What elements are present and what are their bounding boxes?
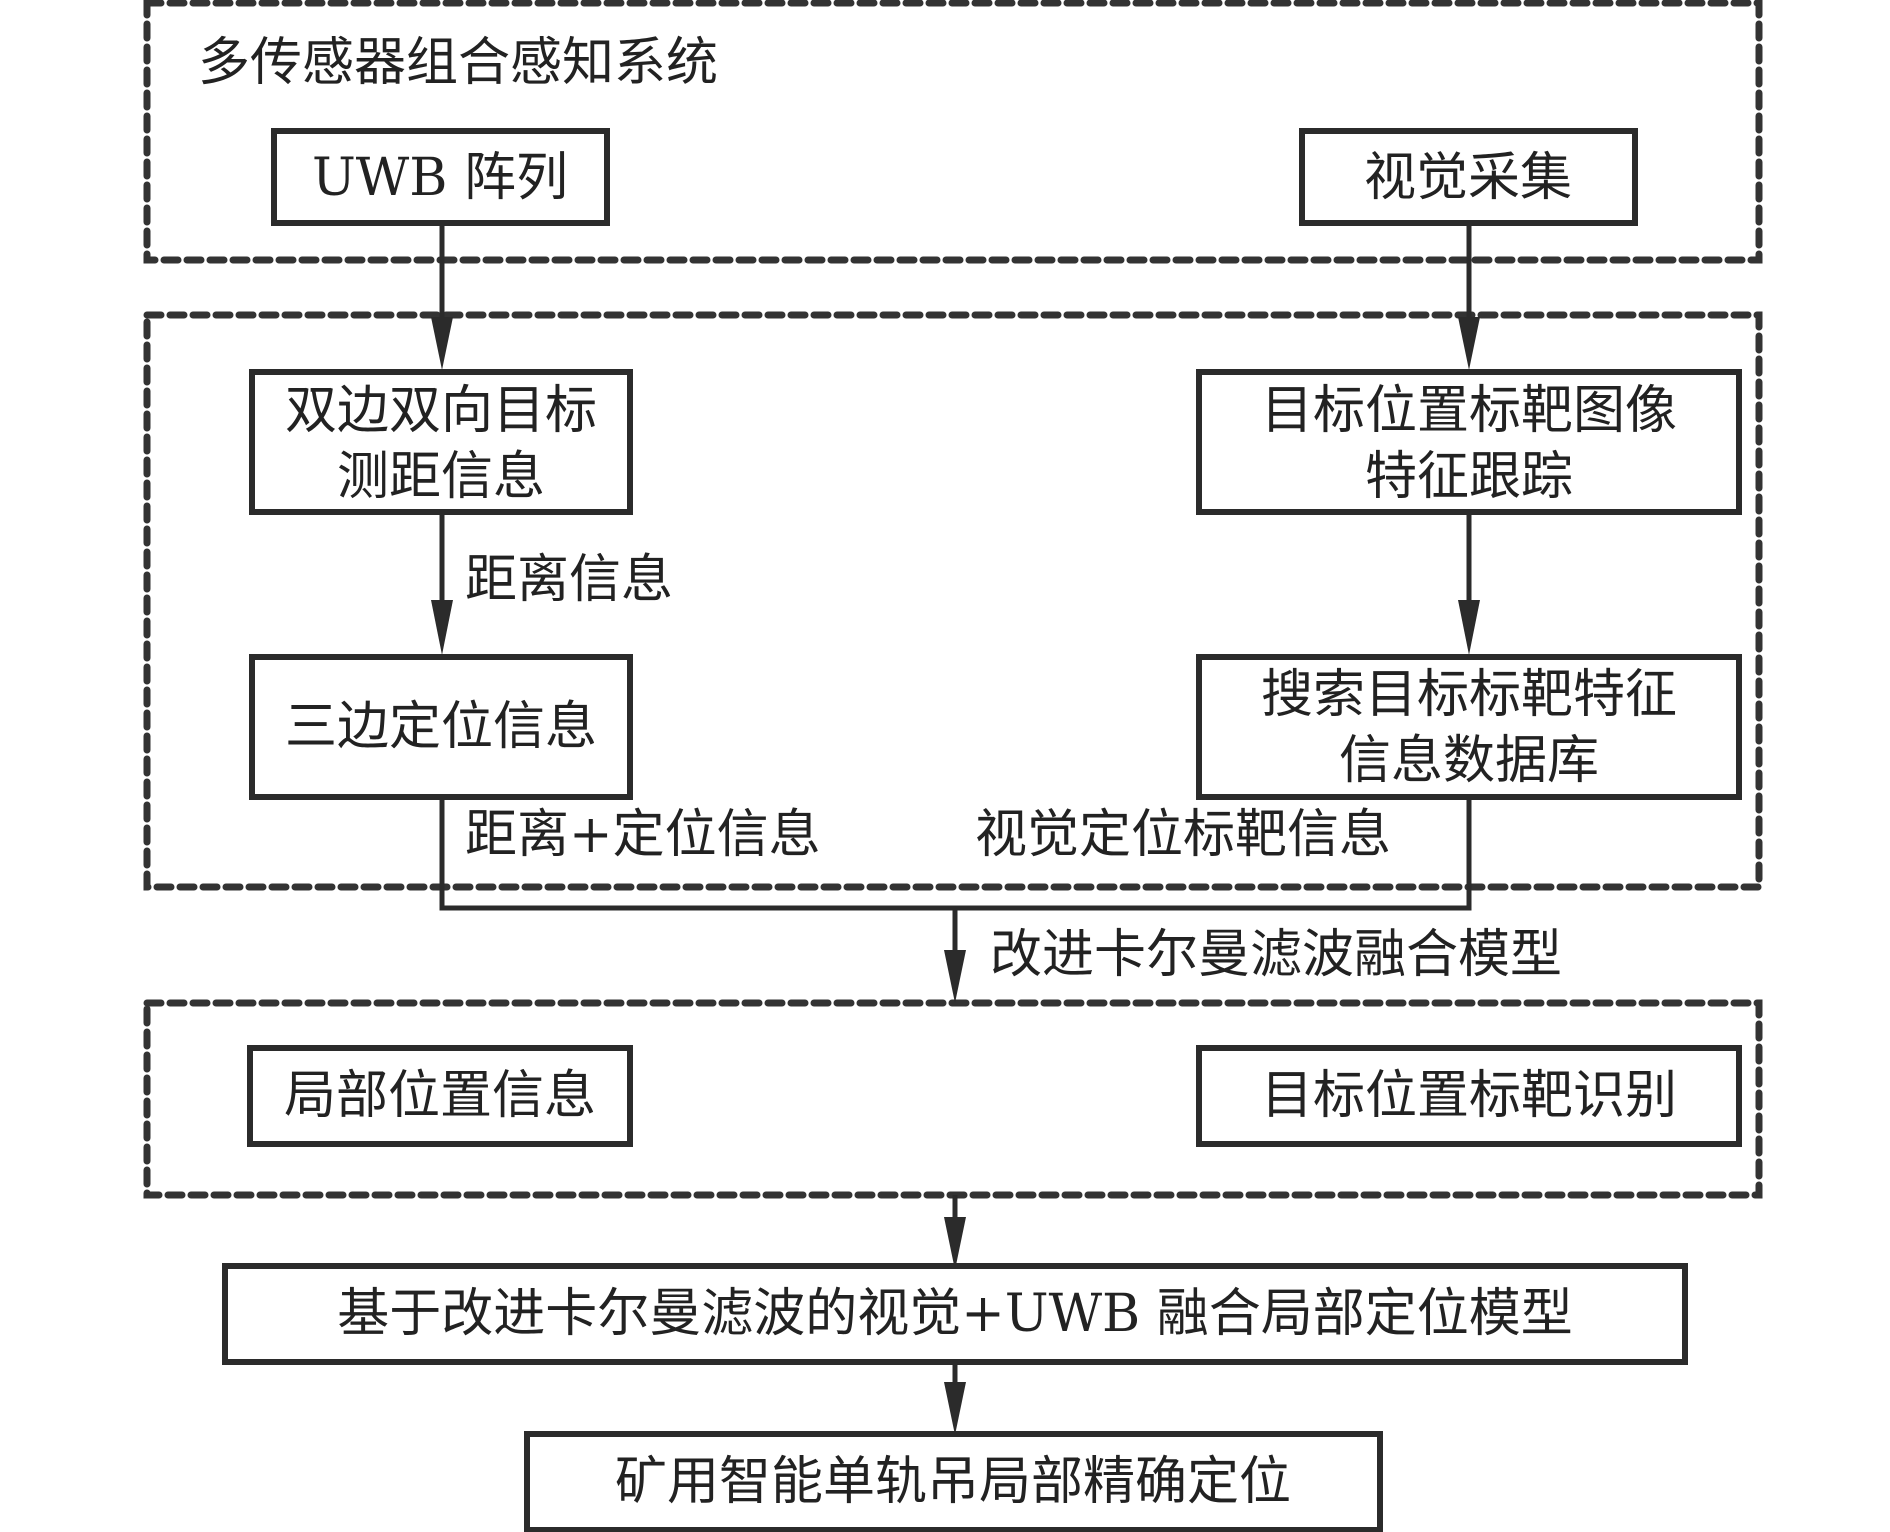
node-feature-db-line-2: 信息数据库 — [1339, 731, 1599, 791]
node-target-recognition-label: 目标位置标靶识别 — [1261, 1066, 1677, 1126]
node-target-tracking: 目标位置标靶图像 特征跟踪 — [1196, 369, 1742, 515]
node-twr-ranging-line-1: 双边双向目标 — [285, 381, 597, 441]
node-vision-capture-label: 视觉采集 — [1364, 148, 1572, 208]
node-trilateration: 三边定位信息 — [249, 654, 633, 800]
node-feature-db-box — [1196, 654, 1742, 800]
group-sensing-system: 多传感器组合感知系统 — [143, 0, 1763, 264]
arrow-head-group-to-model — [944, 1217, 966, 1270]
node-target-recognition: 目标位置标靶识别 — [1196, 1045, 1742, 1147]
arrow-head-model-to-output — [944, 1382, 966, 1435]
node-trilateration-label: 三边定位信息 — [285, 697, 597, 757]
node-final-output-box — [524, 1431, 1383, 1532]
group-sensing-system-title: 多传感器组合感知系统 — [198, 33, 718, 93]
node-fusion-model: 基于改进卡尔曼滤波的视觉+UWB 融合局部定位模型 — [222, 1263, 1688, 1365]
node-vision-capture: 视觉采集 — [1299, 128, 1638, 226]
node-uwb-array-label: UWB 阵列 — [312, 148, 568, 208]
node-feature-db-line-1: 搜索目标标靶特征 — [1261, 665, 1677, 725]
node-feature-db: 搜索目标标靶特征 信息数据库 — [1196, 654, 1742, 800]
arrow-head-tracking-to-db — [1458, 600, 1480, 655]
node-final-output: 矿用智能单轨吊局部精确定位 — [524, 1431, 1383, 1532]
node-uwb-array: UWB 阵列 — [271, 128, 610, 226]
edge-label-kalman-fusion: 改进卡尔曼滤波融合模型 — [990, 925, 1562, 985]
arrow-head-ranging-to-trilateration — [431, 600, 453, 655]
node-target-tracking-line-1: 目标位置标靶图像 — [1261, 381, 1677, 441]
node-twr-ranging-box — [249, 369, 633, 515]
node-local-position-label: 局部位置信息 — [284, 1066, 596, 1126]
node-twr-ranging-line-2: 测距信息 — [337, 447, 545, 507]
node-target-recognition-box — [1196, 1045, 1742, 1147]
edge-label-distance-position-info: 距离+定位信息 — [465, 805, 821, 865]
group-processing-border — [143, 311, 1763, 891]
edge-label-visual-target-info: 视觉定位标靶信息 — [975, 805, 1391, 865]
node-target-tracking-line-2: 特征跟踪 — [1365, 447, 1573, 507]
node-fusion-model-box — [222, 1263, 1688, 1365]
arrow-head-merge-to-fusion-group — [944, 950, 966, 1003]
arrow-head-vision-to-tracking — [1458, 317, 1480, 370]
node-trilateration-box — [249, 654, 633, 800]
group-sensing-system-border — [143, 0, 1763, 264]
node-fusion-model-label: 基于改进卡尔曼滤波的视觉+UWB 融合局部定位模型 — [337, 1284, 1573, 1344]
edge-label-distance-info: 距离信息 — [465, 550, 673, 610]
node-vision-capture-box — [1299, 128, 1638, 226]
node-local-position-box — [247, 1045, 633, 1147]
node-final-output-label: 矿用智能单轨吊局部精确定位 — [615, 1452, 1291, 1512]
edge-labels: 距离信息 距离+定位信息 视觉定位标靶信息 改进卡尔曼滤波融合模型 — [465, 550, 1562, 985]
node-twr-ranging: 双边双向目标 测距信息 — [249, 369, 633, 515]
node-target-tracking-box — [1196, 369, 1742, 515]
connectors — [431, 226, 1480, 1435]
arrow-head-uwb-to-ranging — [431, 317, 453, 370]
node-local-position: 局部位置信息 — [247, 1045, 633, 1147]
node-uwb-array-box — [271, 128, 610, 226]
